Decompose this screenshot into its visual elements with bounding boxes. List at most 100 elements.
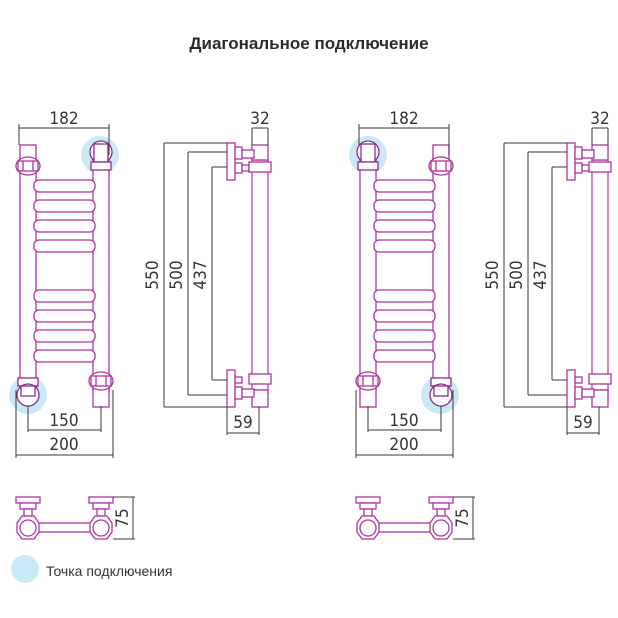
crossbar-4 [373,239,436,253]
bracket-nut-top [234,146,243,160]
crossbar-1 [373,179,436,193]
dim-label-150: 150 [49,411,78,431]
dim-label-59: 59 [233,413,252,433]
rail-section [19,519,37,537]
rail-section [359,519,377,537]
dim-label-150: 150 [389,411,418,431]
crossbar-6 [373,309,436,323]
top-view-left-variant: 75 [15,496,135,540]
wall-plate [355,496,381,504]
top-view-connector-bar [375,522,436,533]
fitting-stem [96,508,106,517]
dim-label-59: 59 [573,413,592,433]
valve-nut-top-left [357,161,379,171]
fitting-nut [432,502,450,510]
crossbar-2 [373,199,436,213]
valve-nut-top-right [90,161,112,171]
dim-label-437: 437 [191,260,211,289]
bracket-stem-top [581,149,595,159]
bracket-plate-bottom [226,369,236,408]
nut-body [17,160,39,172]
nut-body [430,160,452,172]
valve-stem-top [241,164,250,172]
dim-label-200: 200 [49,435,78,455]
connection-point-legend-icon [11,555,39,583]
bracket-stem-bottom [581,388,595,398]
valve-stem-top-right [93,143,109,163]
rail-nut-bottom [588,373,612,385]
crossbar-5 [33,289,96,303]
bracket-nut-top [574,146,583,160]
dim-label-182: 182 [49,109,78,129]
crossbar-3 [33,219,96,233]
top-view-connector-bar [35,522,96,533]
fitting-stem [436,508,446,517]
crossbar-7 [373,329,436,343]
top-view-fitting [88,496,114,540]
valve-stem-bottom [234,376,243,384]
wall-plate [15,496,41,504]
bracket-plate-top [566,142,576,181]
dim-label-32: 32 [590,109,609,129]
rail-nut-bottom [248,373,272,385]
bracket-stem-bottom [241,388,255,398]
top-view-fitting [355,496,381,540]
nut-bottom-right [88,371,114,391]
valve-stem-top [581,164,590,172]
rail-section [92,519,110,537]
dim-label-437: 437 [531,260,551,289]
valve-nut-top [234,162,243,174]
crossbar-8 [373,349,436,363]
crossbar-5 [373,289,436,303]
crossbar-6 [33,309,96,323]
fitting-stem [363,508,373,517]
crossbar-8 [33,349,96,363]
top-view-right-variant: 75 [355,496,475,540]
top-view-fitting [15,496,41,540]
valve-stem-bottom-left [20,385,36,397]
dim-label-182: 182 [389,109,418,129]
fitting-nut [19,502,37,510]
valve-stem-bottom [574,376,583,384]
side-rail-cap-bottom [591,389,609,408]
rail-nut-top [248,161,272,173]
nut-bottom-left [355,371,381,391]
side-rail [591,159,609,391]
nut-top-left [15,156,41,176]
page-title: Диагональное подключение [189,34,429,53]
crossbar-7 [33,329,96,343]
fitting-stem [23,508,33,517]
wall-plate [88,496,114,504]
dim-label-550: 550 [143,260,163,289]
legend-label: Точка подключения [46,563,173,579]
bracket-nut-bottom [234,386,243,400]
dim-label-550: 550 [483,260,503,289]
wall-plate [428,496,454,504]
top-view-fitting [428,496,454,540]
bracket-plate-top [226,142,236,181]
crossbar-2 [33,199,96,213]
dim-label-500: 500 [507,260,527,289]
rail-section [432,519,450,537]
front-view-left-variant: 182 150 200 [9,109,119,458]
dim-label-32: 32 [250,109,269,129]
side-rail-cap-bottom [251,389,269,408]
crossbar-3 [373,219,436,233]
valve-stem-top-left [360,143,376,163]
fitting-nut [92,502,110,510]
crossbar-1 [33,179,96,193]
bracket-plate-bottom [566,369,576,408]
dim-label-75: 75 [453,508,473,527]
side-rail [251,159,269,391]
crossbar-4 [33,239,96,253]
dim-label-75: 75 [113,508,133,527]
rail-nut-top [588,161,612,173]
nut-body [357,375,379,387]
nut-top-right [428,156,454,176]
fitting-nut [359,502,377,510]
bracket-stem-top [241,149,255,159]
